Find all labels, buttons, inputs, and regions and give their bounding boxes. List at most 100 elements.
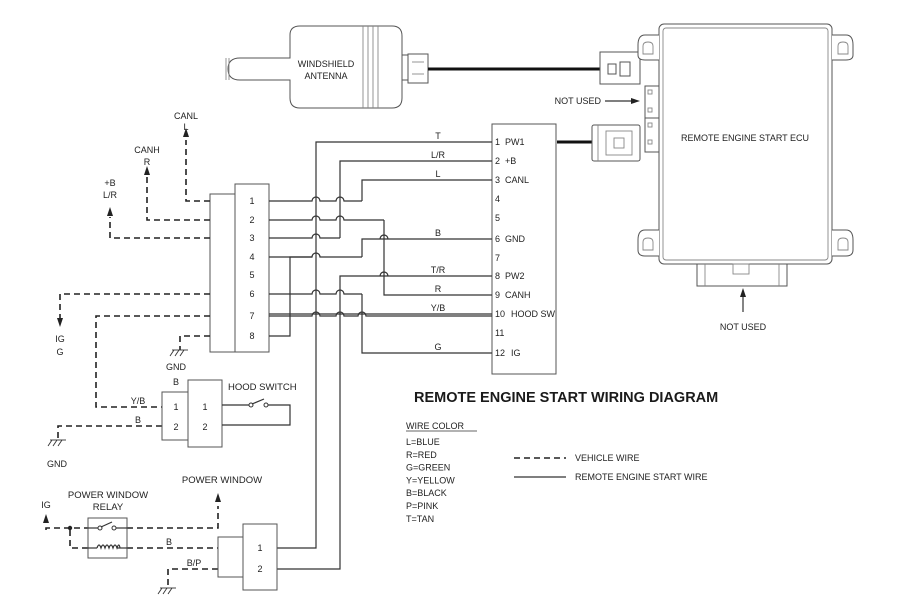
legend-color-item: R=RED <box>406 450 437 460</box>
antenna-label: WINDSHIELD <box>298 59 355 69</box>
ecu-pin-label: 6 <box>495 234 500 244</box>
harness-connector-vehicle-side <box>209 193 236 353</box>
harness-connector <box>234 183 270 353</box>
wire-color-label: T <box>435 131 441 141</box>
antenna-plug <box>599 51 641 85</box>
svg-text:1: 1 <box>202 402 207 412</box>
legend-heading: WIRE COLOR <box>406 421 465 431</box>
hood-switch-label: HOOD SWITCH <box>228 382 297 393</box>
harness-wire <box>269 196 362 202</box>
remote-start-wire <box>361 234 492 257</box>
remote-start-wire <box>361 179 492 201</box>
ecu-pin-function: CANH <box>505 290 531 300</box>
ecu-pin-label: 4 <box>495 194 500 204</box>
ecu-pin-label: 1 <box>495 137 500 147</box>
arrow-up-icon <box>183 128 189 137</box>
ecu-label: REMOTE ENGINE START ECU <box>681 133 809 143</box>
ecu-pin-function: HOOD SW <box>511 309 556 319</box>
svg-text:2: 2 <box>173 422 178 432</box>
canh-label: CANH <box>134 145 160 155</box>
harness-pin-label: 4 <box>249 252 254 262</box>
harness-wire <box>269 233 340 239</box>
legend-color-item: T=TAN <box>406 514 434 524</box>
ground-icon <box>157 587 176 595</box>
vehicle-wires <box>45 128 219 588</box>
legend: WIRE COLOR L=BLUER=REDG=GREENY=YELLOWB=B… <box>406 421 708 524</box>
ecu-pin-function: CANL <box>505 175 529 185</box>
remote-start-wire <box>277 271 492 570</box>
wire-color-label: L <box>435 169 440 179</box>
arrow-up-icon <box>144 166 150 175</box>
ecu-pin-function: PW1 <box>505 137 525 147</box>
canh-color: R <box>144 157 151 167</box>
ecu-pin-function: PW2 <box>505 271 525 281</box>
ecu-pin-label: 3 <box>495 175 500 185</box>
not-used-label-bottom: NOT USED <box>720 322 767 332</box>
ecu-pin-label: 2 <box>495 156 500 166</box>
ecu-pin-function: IG <box>511 348 521 358</box>
gnd-label-harness: GND <box>166 362 187 372</box>
remote-start-wire <box>361 294 492 354</box>
svg-text:1: 1 <box>257 543 262 553</box>
remote-engine-start-ecu: REMOTE ENGINE START ECU <box>637 23 854 287</box>
ecu-pin-function: +B <box>505 156 516 166</box>
harness-pin-label: 8 <box>249 331 254 341</box>
hood-top-color: B <box>173 377 179 387</box>
legend-vehicle-wire: VEHICLE WIRE <box>575 453 640 463</box>
arrow-up-icon <box>43 514 49 523</box>
arrow-right-icon <box>631 98 640 104</box>
wire-color-label: Y/B <box>431 303 446 313</box>
ground-icon <box>47 439 66 447</box>
plus-b-label: +B <box>104 178 115 188</box>
not-used-label-top: NOT USED <box>555 96 602 106</box>
wire-color-label: R <box>435 284 442 294</box>
diagram-title: REMOTE ENGINE START WIRING DIAGRAM <box>414 390 718 406</box>
hood-switch: HOOD SWITCH <box>222 382 297 426</box>
ecu-pin-function: GND <box>505 234 526 244</box>
canl-color: L <box>183 122 188 132</box>
legend-color-item: P=PINK <box>406 501 438 511</box>
harness-pin-label: 7 <box>249 311 254 321</box>
wire-color-label: T/R <box>431 265 446 275</box>
pw-wire-bp: B/P <box>187 558 202 568</box>
hood-switch-connector: 1 2 1 2 B <box>161 377 223 448</box>
relay-ig-label: IG <box>41 500 51 510</box>
harness-wire <box>269 289 362 295</box>
remote-start-wires <box>269 141 492 570</box>
ig-color: G <box>56 347 63 357</box>
ecu-plug <box>591 124 641 162</box>
arrow-up-icon <box>107 207 113 216</box>
harness-wire <box>269 256 312 337</box>
harness-pin-label: 6 <box>249 289 254 299</box>
harness-pin-label: 2 <box>249 215 254 225</box>
svg-text:1: 1 <box>173 402 178 412</box>
ecu-pin-label: 9 <box>495 290 500 300</box>
power-window-label: POWER WINDOW <box>182 475 262 486</box>
legend-color-item: B=BLACK <box>406 488 447 498</box>
canl-label: CANL <box>174 111 198 121</box>
ecu-pin-label: 12 <box>495 348 505 358</box>
ecu-connector <box>491 123 557 375</box>
arrow-up-icon <box>740 288 746 297</box>
remote-start-wire <box>339 160 492 238</box>
gnd-label-hood: GND <box>47 459 68 469</box>
relay-label-line2: RELAY <box>93 502 124 513</box>
ground-icon <box>169 349 188 357</box>
svg-text:2: 2 <box>257 564 262 574</box>
arrow-up-icon <box>215 493 221 502</box>
harness-wire <box>269 252 362 258</box>
junction-dot <box>67 525 73 531</box>
wire-color-label: G <box>434 342 441 352</box>
power-window-connector: 1 2 <box>217 523 278 591</box>
arrow-down-icon <box>57 318 63 327</box>
power-window-relay: POWER WINDOW RELAY <box>68 490 148 559</box>
legend-color-item: Y=YELLOW <box>406 475 455 485</box>
antenna-label-line2: ANTENNA <box>304 71 347 81</box>
legend-color-item: L=BLUE <box>406 437 440 447</box>
remote-start-wire <box>383 220 492 296</box>
harness-pin-label: 3 <box>249 233 254 243</box>
ecu-pin-label: 7 <box>495 253 500 263</box>
pw-wire-b: B <box>166 537 172 547</box>
